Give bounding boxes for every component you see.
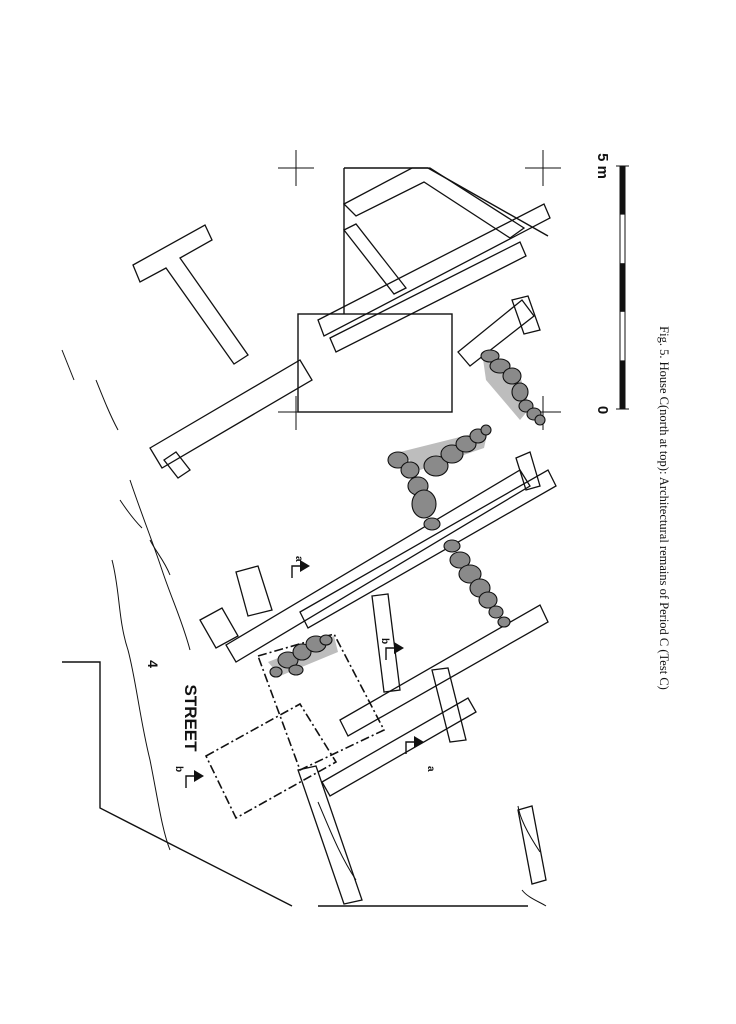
street-number: 4: [145, 660, 161, 668]
section-label: b: [379, 638, 390, 644]
section-arrow-a-top: a: [291, 556, 310, 578]
scale-start-label: 0: [594, 406, 611, 414]
scale-end-label: 5 m: [594, 153, 611, 179]
section-arrow-a-low: a: [405, 736, 436, 772]
stone-wall-trench: [268, 634, 338, 678]
stone-wall-upper: [480, 349, 546, 426]
figure-caption: Fig. 5. House C(north at top): Architect…: [657, 326, 671, 690]
section-arrow-b-left: b: [173, 766, 204, 788]
street-label: STREET: [181, 684, 200, 752]
section-label: a: [293, 556, 304, 562]
scale-bar: 0 5 m: [594, 153, 629, 414]
section-label: a: [425, 766, 436, 772]
stone-wall-lower: [443, 539, 511, 628]
section-arrow-b-mid: b: [379, 638, 404, 660]
excavation-edges: [61, 349, 547, 907]
walls: [132, 167, 557, 905]
stone-wall-middle: [387, 424, 492, 531]
section-label: b: [173, 766, 184, 772]
street-edge: [62, 661, 528, 907]
